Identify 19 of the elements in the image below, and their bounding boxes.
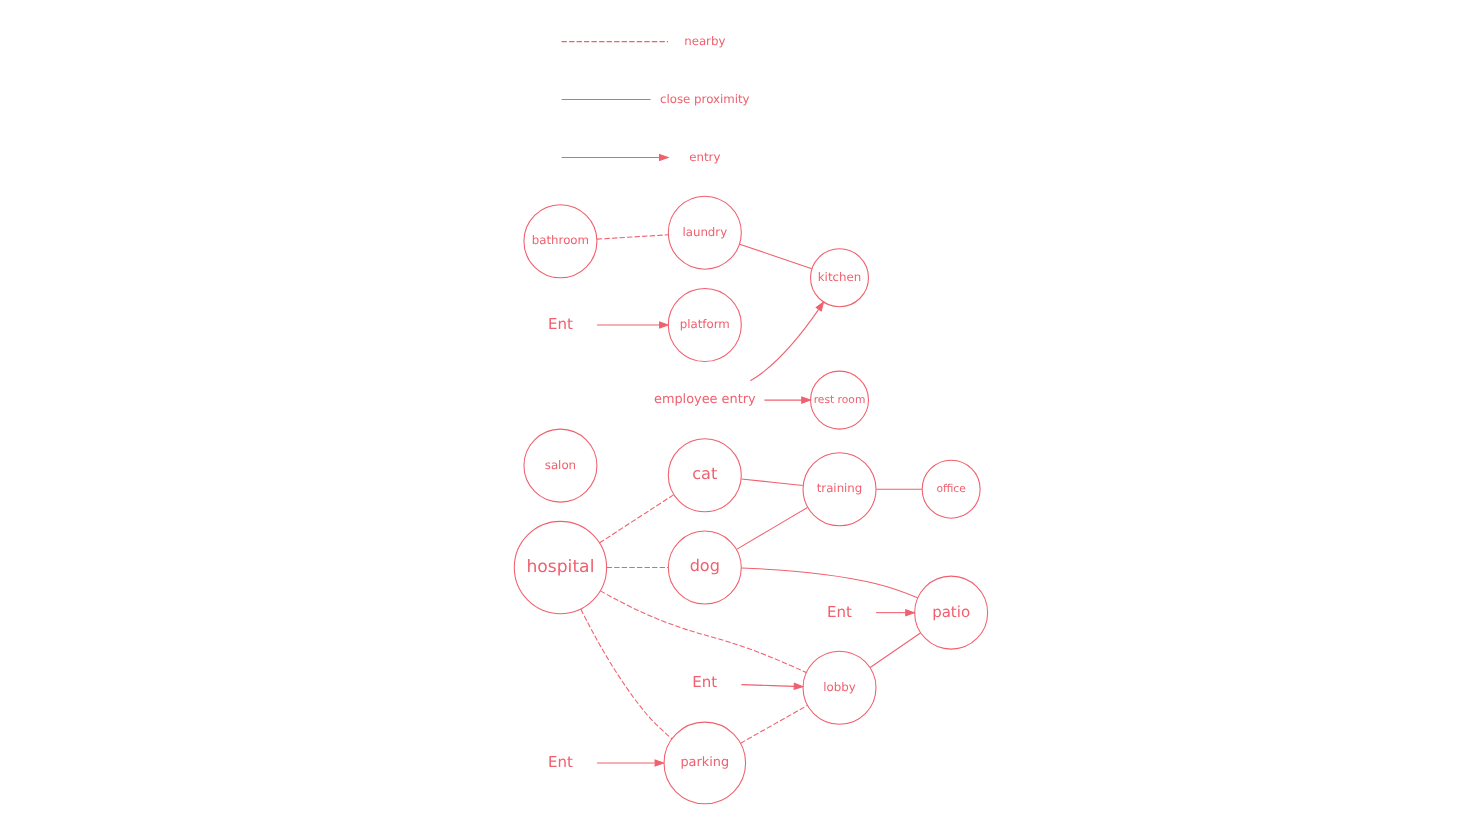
arrow — [596, 320, 670, 328]
arrow — [740, 681, 805, 690]
connector — [869, 631, 921, 667]
connector — [606, 566, 669, 568]
connector — [736, 506, 808, 549]
connector — [741, 566, 919, 598]
connector — [740, 477, 804, 485]
arrow — [875, 607, 916, 616]
arrow — [596, 758, 666, 766]
node-circle: hospital — [513, 519, 608, 614]
connector — [596, 233, 669, 239]
arrow — [763, 395, 812, 403]
connector — [875, 487, 923, 489]
connector — [739, 242, 813, 269]
connector — [599, 589, 807, 673]
connector — [580, 607, 673, 739]
connector — [599, 493, 675, 543]
connector — [740, 703, 808, 743]
arrow — [749, 299, 825, 381]
